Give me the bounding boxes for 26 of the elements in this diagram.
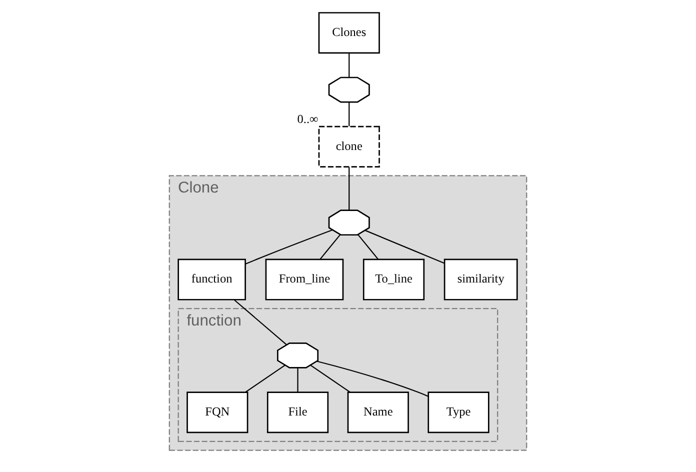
connector	[316, 360, 428, 397]
connector	[310, 364, 350, 393]
node-box: Clones	[318, 12, 380, 54]
connector	[348, 102, 350, 126]
node-box: Type	[428, 392, 490, 434]
connector	[245, 364, 286, 393]
connector	[348, 167, 350, 210]
connector	[245, 229, 333, 264]
node-box: similarity	[444, 258, 518, 300]
node-label: 0..∞	[297, 112, 318, 126]
connector	[348, 53, 350, 78]
node-box: FQN	[186, 392, 248, 434]
node-octagon	[277, 342, 319, 368]
node-octagon	[328, 76, 370, 103]
node-box: clone	[318, 126, 380, 168]
node-box: From_line	[265, 258, 344, 300]
connector	[358, 234, 378, 260]
node-octagon	[328, 210, 370, 236]
connector	[234, 300, 287, 345]
connector	[297, 368, 298, 392]
node-box: function	[178, 258, 246, 300]
node-box: To_line	[362, 258, 425, 300]
node-box: File	[266, 392, 329, 434]
node-box: Name	[347, 392, 409, 434]
connector	[320, 234, 341, 260]
connector	[365, 230, 444, 264]
